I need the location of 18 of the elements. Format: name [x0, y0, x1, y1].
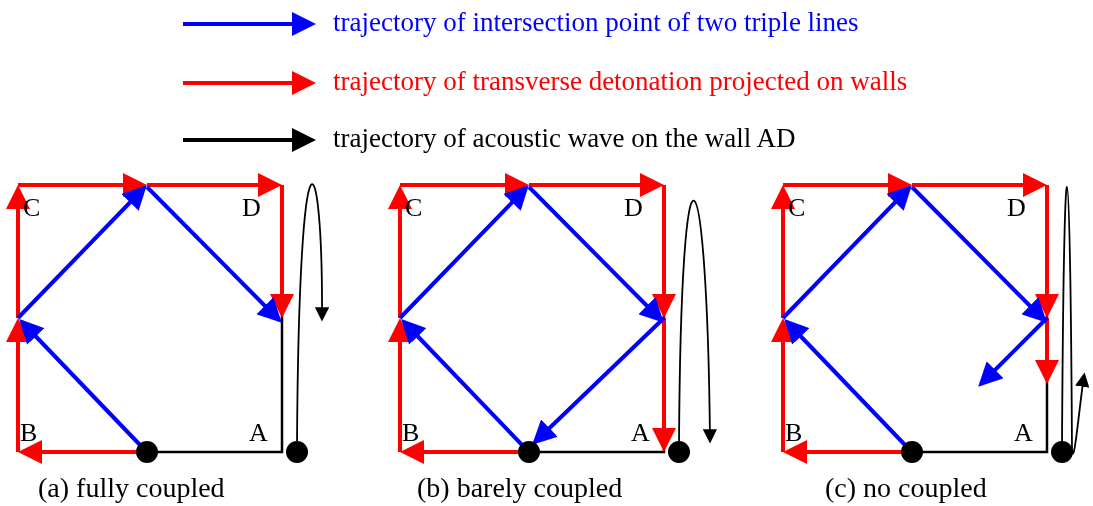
corner-letter: A: [631, 420, 650, 446]
panel-caption: (c) no coupled: [825, 474, 987, 502]
corner-letter: A: [249, 420, 268, 446]
legend-text: trajectory of acoustic wave on the wall AD: [333, 125, 796, 152]
corner-letter: D: [1007, 195, 1026, 221]
corner-letter: B: [785, 420, 803, 446]
corner-letter: B: [402, 420, 420, 446]
corner-letter: A: [1014, 420, 1033, 446]
corner-letter: C: [23, 195, 41, 221]
panel-caption: (b) barely coupled: [417, 474, 623, 502]
corner-letter: B: [20, 420, 38, 446]
legend-text: trajectory of transverse detonation projected on walls: [333, 68, 908, 95]
corner-letter: D: [242, 195, 261, 221]
panel-caption: (a) fully coupled: [38, 474, 225, 502]
corner-letter: C: [405, 195, 423, 221]
corner-letter: C: [788, 195, 806, 221]
corner-letter: D: [624, 195, 643, 221]
legend-text: trajectory of intersection point of two triple lines: [333, 9, 859, 36]
